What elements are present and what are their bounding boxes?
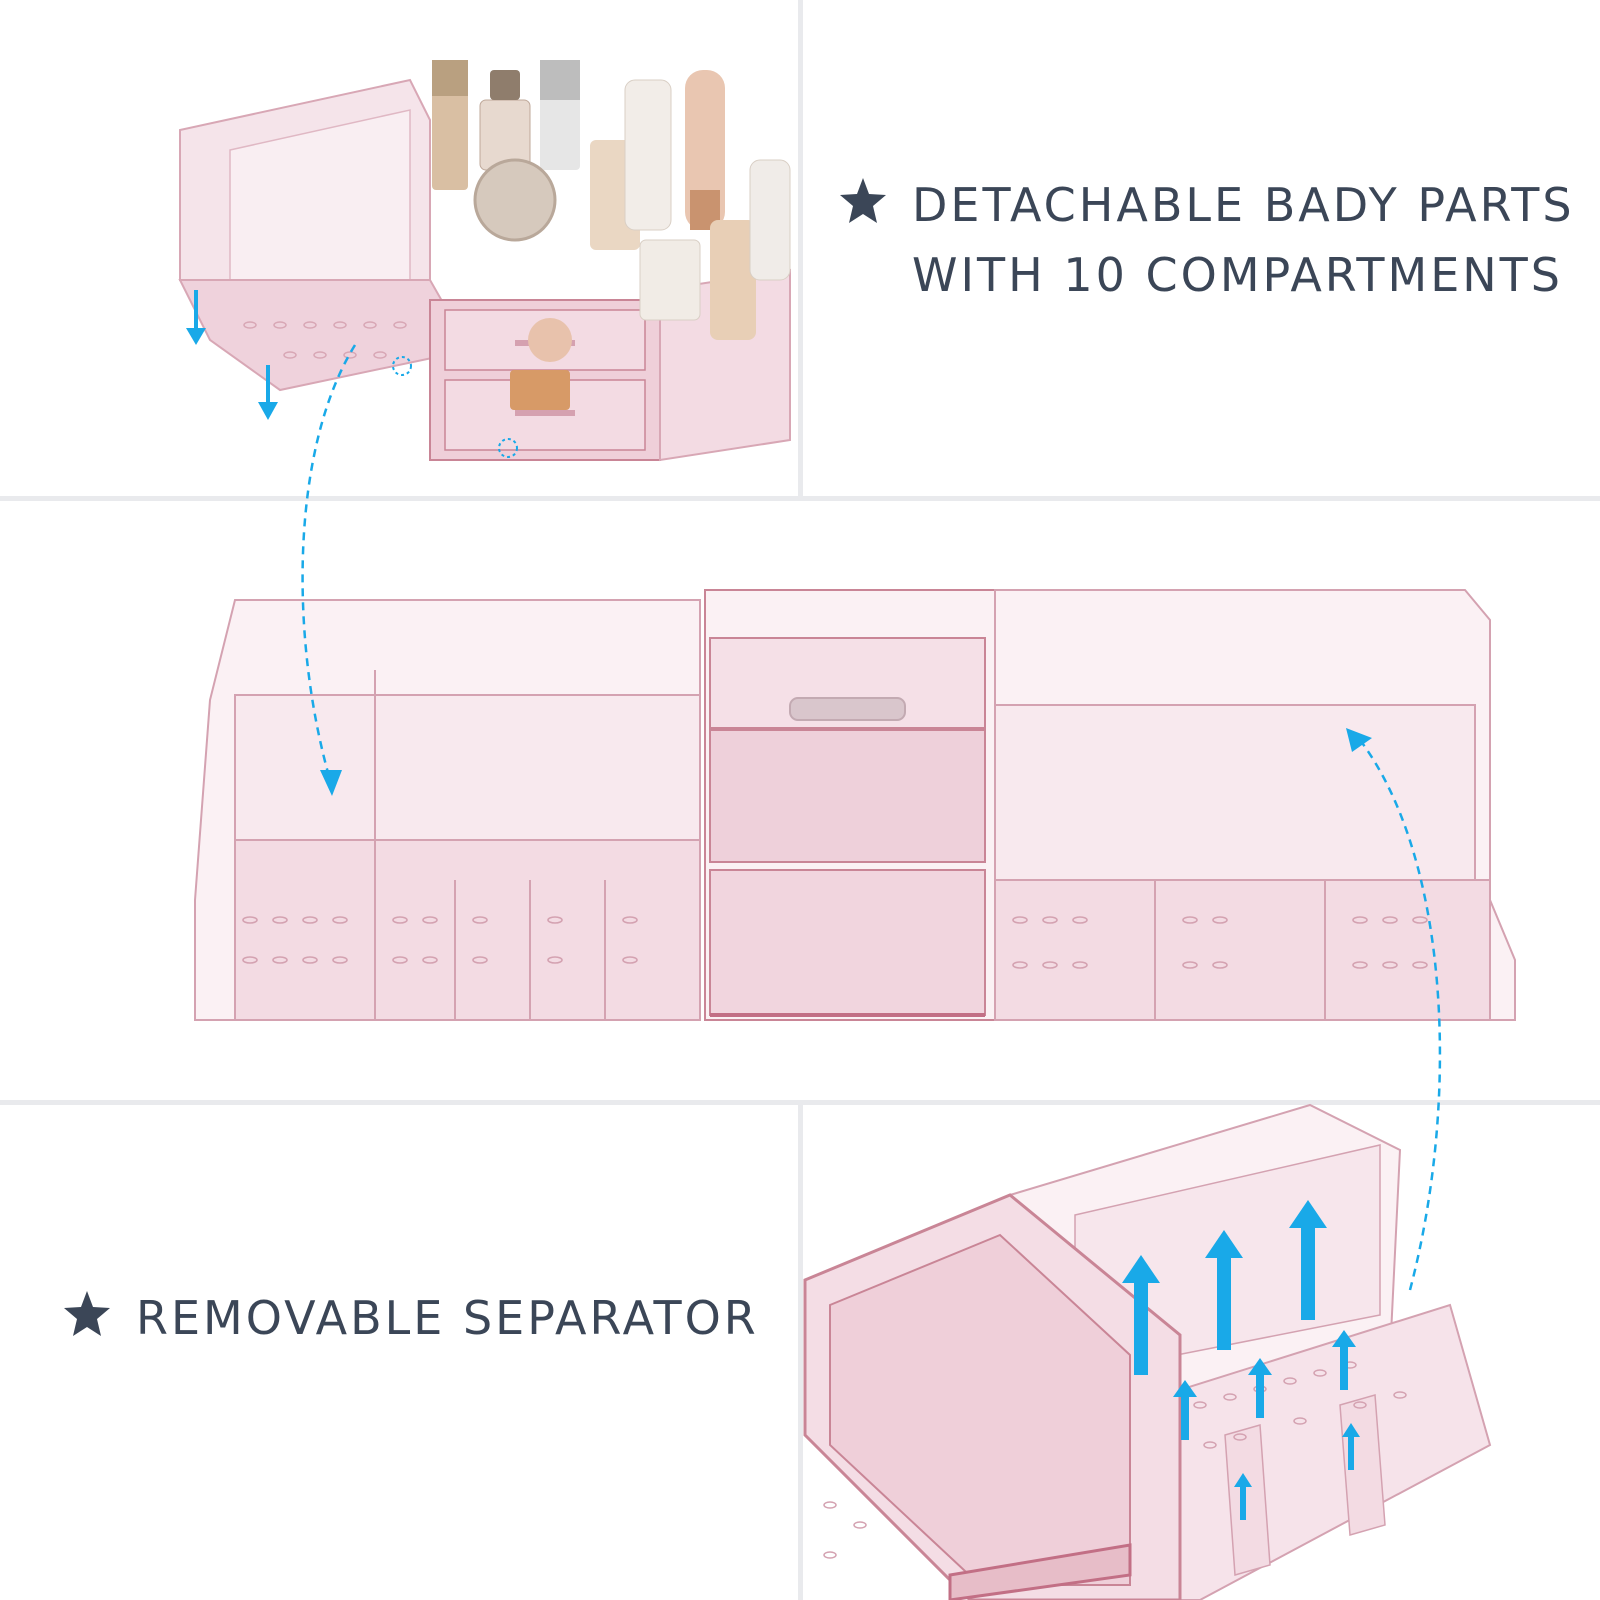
feature-line: REMOVABLE SEPARATOR	[136, 1291, 759, 1345]
bottom-panel-divider	[798, 1100, 803, 1600]
drawer-module	[704, 589, 996, 1021]
feature-detachable-parts: DETACHABLE BADY PARTS WITH 10 COMPARTMEN…	[838, 170, 1575, 310]
feature-removable-separator: REMOVABLE SEPARATOR	[62, 1283, 759, 1353]
top-panel-divider	[798, 0, 803, 498]
dashed-arrow-bottom-to-middle	[1358, 739, 1442, 1291]
star-icon	[840, 178, 886, 223]
star-icon	[64, 1291, 110, 1336]
middle-panel-top-border	[0, 496, 1600, 501]
feature-line: WITH 10 COMPARTMENTS	[912, 248, 1563, 302]
dashed-arrow-top-to-middle	[301, 344, 357, 781]
lift-arrows	[1122, 1200, 1360, 1520]
feature-text: DETACHABLE BADY PARTS WITH 10 COMPARTMEN…	[912, 170, 1575, 310]
left-module	[194, 599, 701, 1021]
organizer-with-cosmetics-illustration	[178, 60, 791, 462]
removable-separator-illustration	[803, 1103, 1492, 1600]
detached-organizer-parts-illustration	[194, 589, 1516, 1021]
feature-text: REMOVABLE SEPARATOR	[136, 1283, 759, 1353]
feature-line: DETACHABLE BADY PARTS	[912, 178, 1575, 232]
